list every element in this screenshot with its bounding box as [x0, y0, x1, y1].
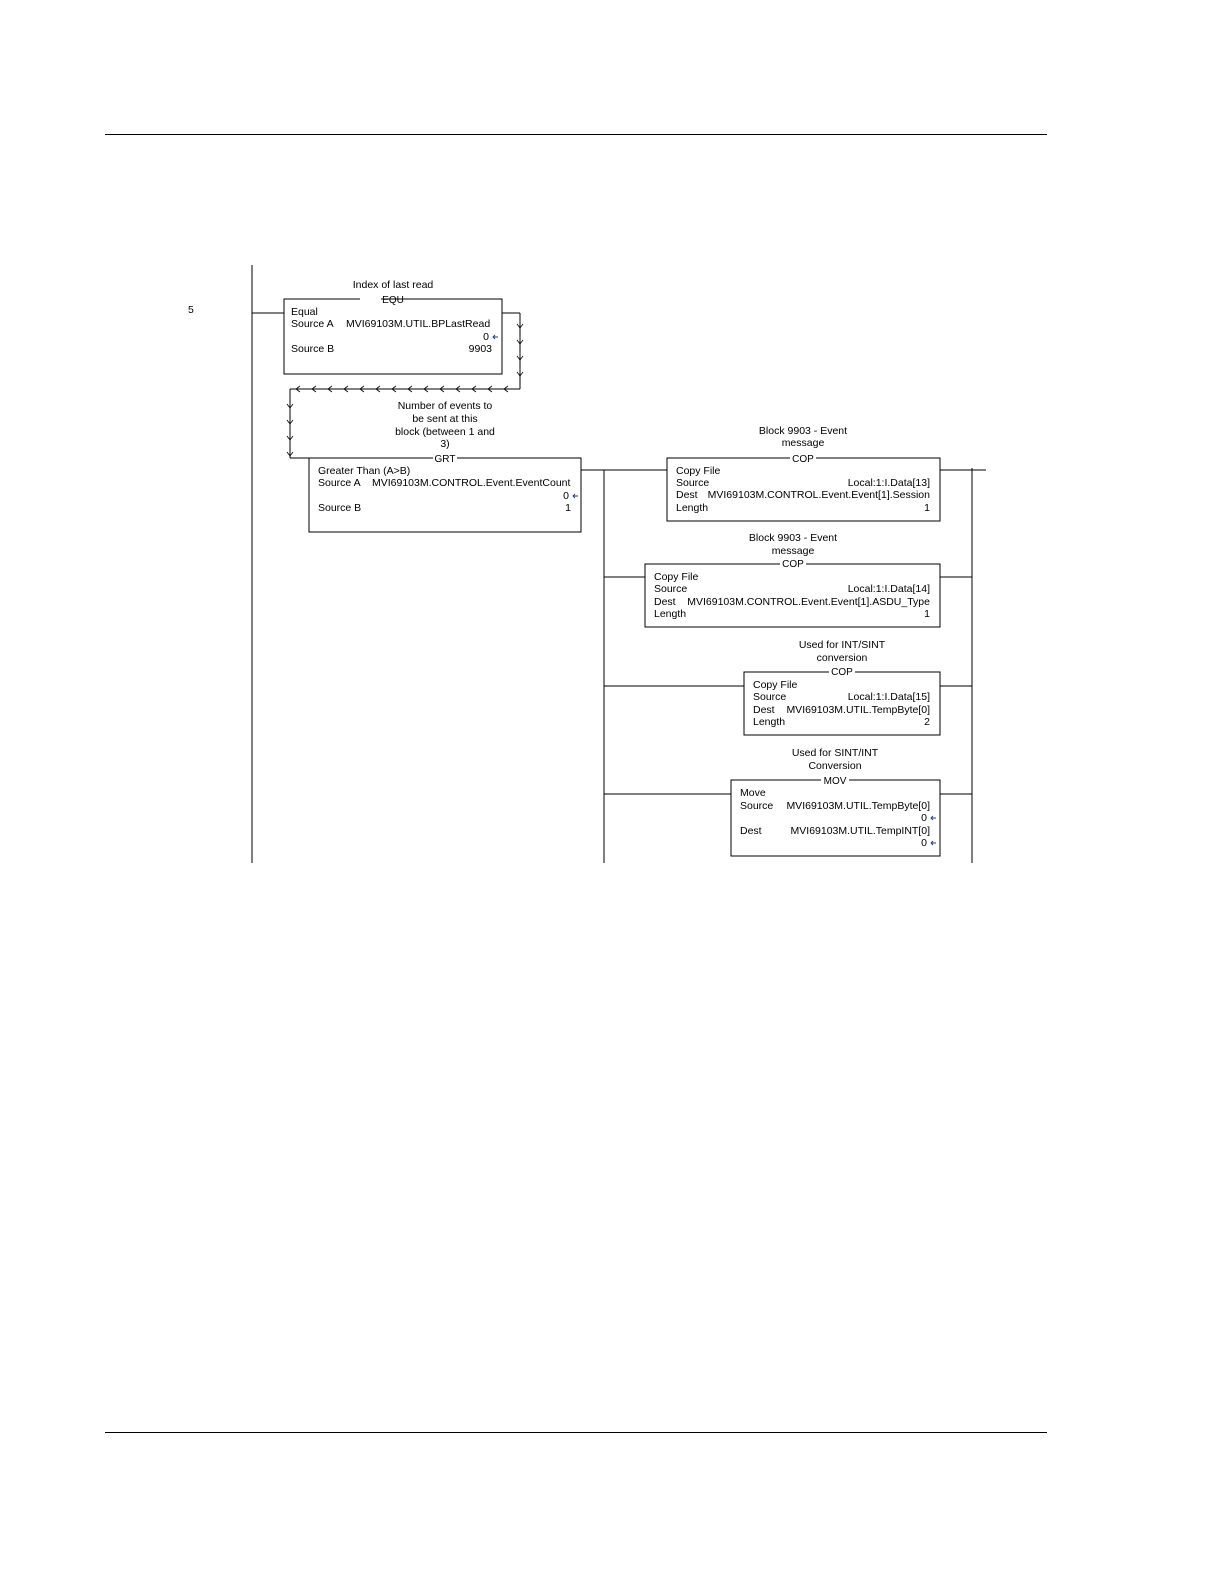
cop2-length-label: Length	[654, 608, 686, 620]
grt-source-b-label: Source B	[318, 502, 361, 514]
mov-dest-label: Dest	[740, 825, 762, 837]
cop2-source-label: Source	[654, 583, 687, 595]
cop2-comment-line-1: Block 9903 - Event	[749, 532, 837, 544]
cop1-length-label: Length	[676, 502, 708, 514]
cop2-dest-value[interactable]: MVI69103M.CONTROL.Event.Event[1].ASDU_Ty…	[687, 596, 930, 608]
cop3-dest-value[interactable]: MVI69103M.UTIL.TempByte[0]	[786, 704, 930, 716]
grt-source-a-value: 0	[563, 490, 569, 502]
cop1-comment-line-1: Block 9903 - Event	[759, 425, 847, 437]
grt-comment-line-2: be sent at this	[412, 413, 477, 425]
cop3-source-value[interactable]: Local:1:I.Data[15]	[848, 691, 930, 703]
equ-source-a-value: 0	[483, 331, 489, 343]
cop3-comment-line-2: conversion	[817, 652, 868, 664]
cop2-length-value[interactable]: 1	[924, 608, 930, 620]
grt-value-arrow-icon	[572, 493, 578, 499]
grt-comment-line-3: block (between 1 and	[395, 426, 495, 438]
cop1-comment-line-2: message	[782, 437, 825, 449]
cop1-mnemonic: COP	[792, 454, 814, 465]
cop2-source-value[interactable]: Local:1:I.Data[14]	[848, 583, 930, 595]
equ-value-arrow-icon	[492, 334, 498, 340]
mov-dest-value[interactable]: MVI69103M.UTIL.TempINT[0]	[791, 825, 931, 837]
cop3-source-label: Source	[753, 691, 786, 703]
mov-source-label: Source	[740, 800, 773, 812]
grt-comment-line-1: Number of events to	[398, 400, 493, 412]
mov-comment-line-1: Used for SINT/INT	[792, 747, 879, 759]
cop1-dest-label: Dest	[676, 489, 698, 501]
mov-source-arrow-icon	[930, 815, 936, 821]
equ-title: Equal	[291, 306, 318, 318]
mov-comment-line-2: Conversion	[808, 760, 861, 772]
cop2-mnemonic: COP	[782, 559, 804, 570]
cop3-mnemonic: COP	[831, 667, 853, 678]
mov-source-value[interactable]: MVI69103M.UTIL.TempByte[0]	[786, 800, 930, 812]
header-rule	[105, 134, 1047, 135]
cop1-length-value[interactable]: 1	[924, 502, 930, 514]
grt-source-a-tag[interactable]: MVI69103M.CONTROL.Event.EventCount	[372, 477, 571, 489]
grt-source-b-value[interactable]: 1	[565, 502, 571, 514]
rung-number: 5	[188, 304, 194, 316]
cop1-title: Copy File	[676, 465, 721, 477]
footer-rule	[105, 1432, 1047, 1433]
grt-source-a-label: Source A	[318, 477, 361, 489]
cop2-comment-line-2: message	[772, 545, 815, 557]
grt-mnemonic: GRT	[435, 454, 456, 465]
cop1-source-value[interactable]: Local:1:I.Data[13]	[848, 477, 930, 489]
equ-source-a-tag[interactable]: MVI69103M.UTIL.BPLastRead	[346, 318, 490, 330]
cop2-dest-label: Dest	[654, 596, 676, 608]
cop1-dest-value[interactable]: MVI69103M.CONTROL.Event.Event[1].Session	[708, 489, 931, 501]
mov-dest-readout: 0	[921, 837, 927, 849]
cop3-comment-line-1: Used for INT/SINT	[799, 639, 886, 651]
cop2-title: Copy File	[654, 571, 699, 583]
equ-box[interactable]	[283, 298, 503, 375]
flow-arrows	[286, 323, 524, 457]
cop3-dest-label: Dest	[753, 704, 775, 716]
grt-comment-line-4: 3)	[440, 438, 449, 450]
equ-comment: Index of last read	[353, 279, 434, 291]
mov-dest-arrow-icon	[930, 840, 936, 846]
grt-title: Greater Than (A>B)	[318, 465, 410, 477]
equ-source-b-value[interactable]: 9903	[469, 343, 493, 355]
cop3-title: Copy File	[753, 679, 798, 691]
equ-source-b-label: Source B	[291, 343, 334, 355]
equ-mnemonic: EQU	[382, 295, 404, 306]
mov-mnemonic: MOV	[824, 776, 847, 787]
cop3-length-label: Length	[753, 716, 785, 728]
mov-title: Move	[740, 787, 766, 799]
equ-source-a-label: Source A	[291, 318, 334, 330]
cop3-length-value[interactable]: 2	[924, 716, 930, 728]
mov-source-readout: 0	[921, 812, 927, 824]
cop1-source-label: Source	[676, 477, 709, 489]
